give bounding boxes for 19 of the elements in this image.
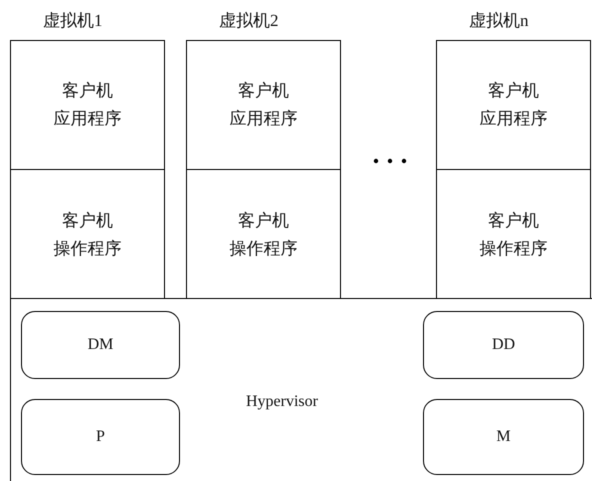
module-box (21, 311, 180, 379)
module-label: P (95, 428, 106, 446)
layer-label: 客户机应用程序 (54, 80, 122, 130)
layer-label: 客户机应用程序 (480, 80, 548, 130)
layer-label: 客户机应用程序 (230, 80, 298, 130)
module-label: DD (490, 336, 516, 354)
vm-heading: 虚拟机n (469, 10, 528, 32)
hypervisor-label: Hypervisor (246, 393, 318, 411)
hypervisor-region (10, 298, 592, 481)
module-box (423, 399, 584, 475)
layer-label: 客户机操作程序 (230, 210, 298, 260)
vm-heading: 虚拟机1 (43, 10, 102, 32)
module-label: DM (86, 336, 114, 354)
module-box (423, 311, 584, 379)
layer-label: 客户机操作程序 (480, 210, 548, 260)
layer-label: 客户机操作程序 (54, 210, 122, 260)
vm-heading: 虚拟机2 (219, 10, 278, 32)
module-label: M (495, 428, 512, 446)
module-box (21, 399, 180, 475)
